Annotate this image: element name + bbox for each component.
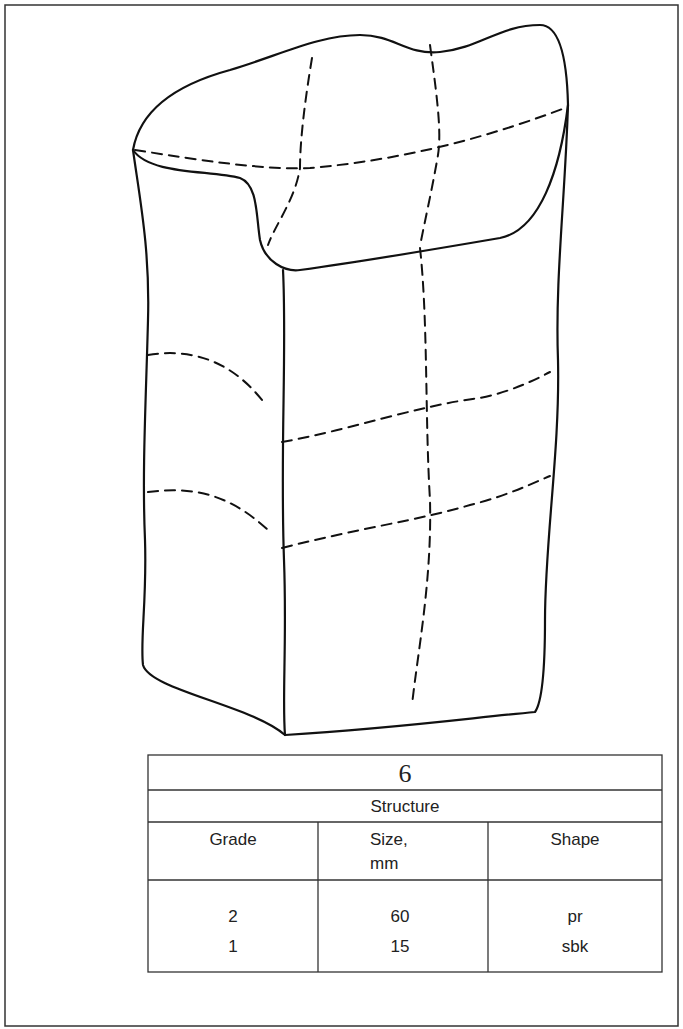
column-header: Shape: [500, 828, 650, 852]
table-cell: 1: [158, 935, 308, 959]
column-header: Size, mm: [370, 828, 430, 876]
table-cell: pr: [500, 905, 650, 929]
column-header: Grade: [158, 828, 308, 852]
table-cell: 60: [325, 905, 475, 929]
table-cell: sbk: [500, 935, 650, 959]
prism-outline: [133, 25, 568, 735]
table-number: 6: [345, 759, 465, 789]
ped-boundaries: [135, 45, 565, 705]
table-cell: 2: [158, 905, 308, 929]
table-heading: Structure: [305, 795, 505, 819]
structure-table: [148, 755, 662, 972]
table-cell: 15: [325, 935, 475, 959]
frame: [5, 5, 678, 1026]
